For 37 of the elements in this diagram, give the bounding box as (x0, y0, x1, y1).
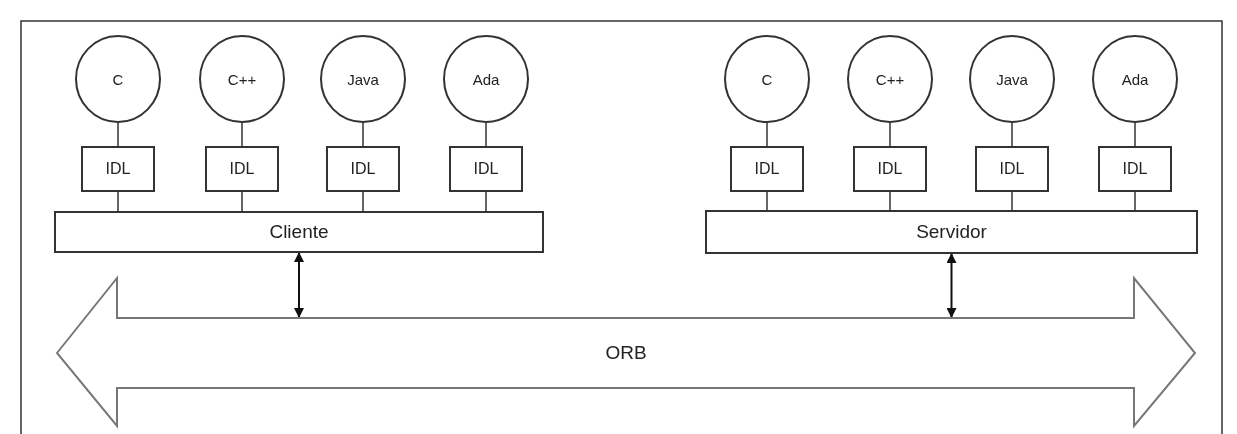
connector-line (1011, 190, 1013, 212)
idl-label: IDL (473, 160, 499, 178)
language-label: Ada (472, 70, 500, 88)
connector-line (485, 190, 487, 213)
idl-label: IDL (877, 160, 903, 178)
connector-line (1011, 121, 1013, 148)
idl-label: IDL (229, 160, 255, 178)
connector-line (766, 121, 768, 148)
language-label: C (112, 70, 124, 88)
language-label: Java (347, 70, 379, 88)
connector-line (1134, 121, 1136, 148)
layer-label: Servidor (916, 221, 987, 243)
double-arrow (946, 252, 957, 319)
language-label: Ada (1121, 70, 1149, 88)
idl-label: IDL (754, 160, 780, 178)
idl-label: IDL (1122, 160, 1148, 178)
connector-line (766, 190, 768, 212)
bus-label: ORB (605, 342, 647, 364)
language-label: Java (996, 70, 1028, 88)
connector-line (117, 190, 119, 213)
connector-line (485, 121, 487, 148)
language-label: C++ (875, 70, 905, 88)
double-arrow (294, 251, 304, 319)
layer-label: Cliente (269, 221, 329, 243)
connector-line (241, 190, 243, 213)
connector-line (362, 121, 364, 148)
connector-line (889, 190, 891, 212)
language-label: C (761, 70, 773, 88)
idl-label: IDL (350, 160, 376, 178)
language-label: C++ (227, 70, 257, 88)
idl-label: IDL (105, 160, 131, 178)
connector-line (362, 190, 364, 213)
connector-line (117, 121, 119, 148)
connector-line (889, 121, 891, 148)
connector-line (1134, 190, 1136, 212)
connector-line (241, 121, 243, 148)
idl-label: IDL (999, 160, 1025, 178)
